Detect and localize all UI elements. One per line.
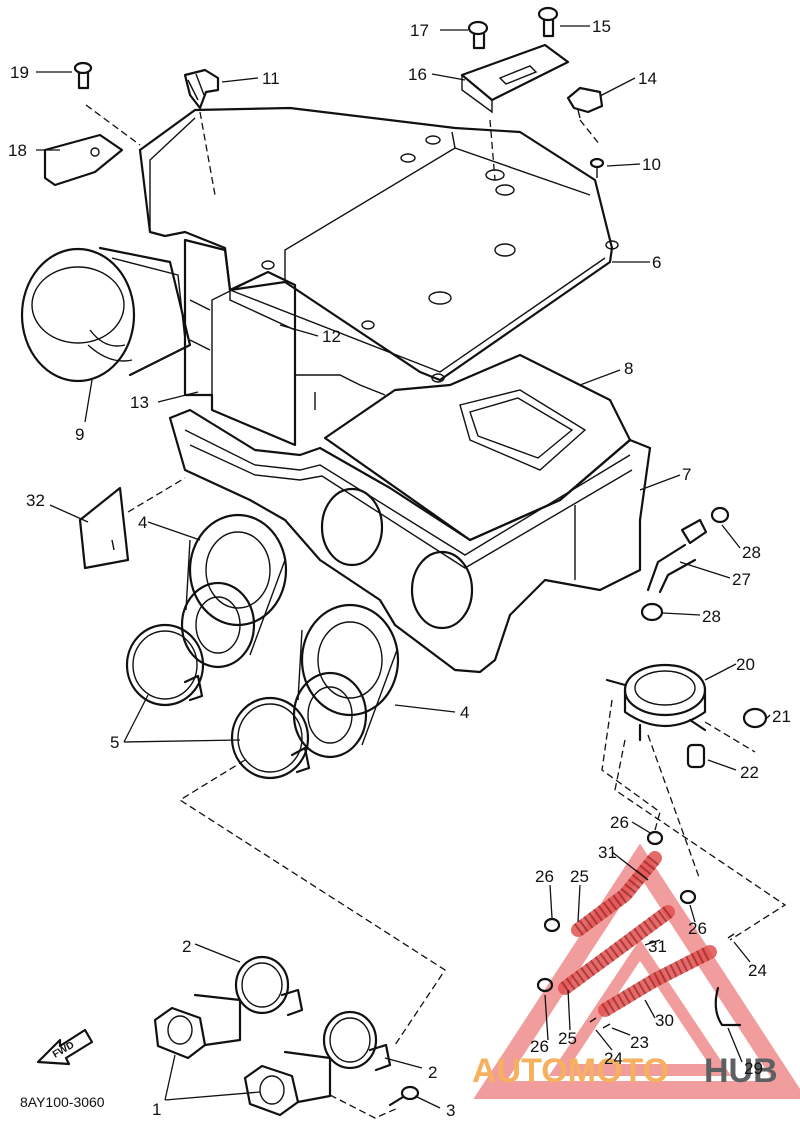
watermark-triangle-outer [473, 843, 800, 1099]
callout-29: 29 [744, 1059, 763, 1078]
part-5-clamp-left [125, 623, 205, 707]
part-1-carb-joint-left [153, 993, 242, 1060]
callout-20: 20 [736, 655, 755, 674]
callout-26: 26 [610, 813, 629, 832]
callout-13: 13 [130, 393, 149, 412]
part-28-clip-upper [710, 506, 730, 524]
part-22-sleeve [686, 743, 706, 769]
callout-15: 15 [592, 17, 611, 36]
part-21-cap [742, 707, 768, 729]
air-filter-element [183, 238, 386, 447]
breather-hoses [558, 851, 742, 1027]
callout-4: 4 [138, 513, 147, 532]
callout-3: 3 [446, 1101, 455, 1120]
callout-32: 32 [26, 491, 45, 510]
callout-26: 26 [688, 919, 707, 938]
callout-28: 28 [702, 607, 721, 626]
callout-24: 24 [748, 961, 767, 980]
callout-18: 18 [8, 141, 27, 160]
watermark: AUTOMOTO HUB [472, 843, 800, 1099]
part-32-plate [78, 486, 130, 570]
small-clips [536, 830, 735, 1029]
callout-leaders [36, 25, 771, 1109]
part-17-bolt [467, 20, 489, 50]
part-11-clip [183, 68, 220, 110]
air-box-case [168, 408, 652, 674]
part-2-clamp-lower [322, 1010, 392, 1072]
part-5-clamp-right [230, 696, 311, 780]
callout-21: 21 [772, 707, 791, 726]
part-19-bolt [73, 61, 93, 90]
part-2-clamp-upper [234, 955, 304, 1017]
callout-23: 23 [630, 1033, 649, 1052]
part-15-bolt [537, 6, 559, 38]
callout-25: 25 [558, 1029, 577, 1048]
callout-9: 9 [75, 425, 84, 444]
part-27-hose [646, 518, 708, 594]
part-1-carb-joint-right [243, 1050, 332, 1117]
part-4-joint-lower [292, 603, 400, 759]
callout-26: 26 [530, 1037, 549, 1056]
fwd-arrow: FWD [36, 1028, 94, 1066]
part-18-bracket [43, 133, 124, 187]
part-20-breather-valve [605, 663, 707, 742]
callout-8: 8 [624, 359, 633, 378]
callout-2: 2 [182, 937, 191, 956]
callout-24: 24 [604, 1049, 623, 1068]
callout-31: 31 [598, 843, 617, 862]
callout-26: 26 [535, 867, 554, 886]
callout-16: 16 [408, 65, 427, 84]
drawing-code: 8AY100-3060 [20, 1094, 105, 1110]
callout-1: 1 [152, 1100, 161, 1119]
callout-2: 2 [428, 1063, 437, 1082]
intake-funnel [20, 246, 192, 383]
callout-labels: 1 2 2 3 4 4 5 6 7 8 9 10 11 12 13 14 15 … [8, 17, 791, 1120]
part-14-clamp [566, 86, 604, 119]
air-box-cover [138, 106, 619, 383]
part-28-clip-lower [640, 602, 664, 622]
part-3-screw [388, 1085, 420, 1107]
callout-22: 22 [740, 763, 759, 782]
callout-4: 4 [460, 703, 469, 722]
callout-12: 12 [322, 327, 341, 346]
callout-19: 19 [10, 63, 29, 82]
callout-17: 17 [410, 21, 429, 40]
callout-27: 27 [732, 570, 751, 589]
air-box-lid [323, 353, 632, 542]
callout-7: 7 [682, 465, 691, 484]
callout-5: 5 [110, 733, 119, 752]
part-16-bracket [460, 43, 570, 114]
callout-11: 11 [262, 69, 280, 88]
callout-28: 28 [742, 543, 761, 562]
callout-31: 31 [648, 937, 667, 956]
part-4-joint-upper [180, 513, 288, 669]
callout-25: 25 [570, 867, 589, 886]
callout-6: 6 [652, 253, 661, 272]
callout-10: 10 [642, 155, 661, 174]
part-10-screw [589, 157, 605, 178]
watermark-text-automoto: AUTOMOTO [472, 1052, 669, 1090]
callout-30: 30 [655, 1011, 674, 1030]
callout-14: 14 [638, 69, 657, 88]
assembly-lines [85, 104, 787, 1119]
fwd-label: FWD [51, 1040, 76, 1061]
